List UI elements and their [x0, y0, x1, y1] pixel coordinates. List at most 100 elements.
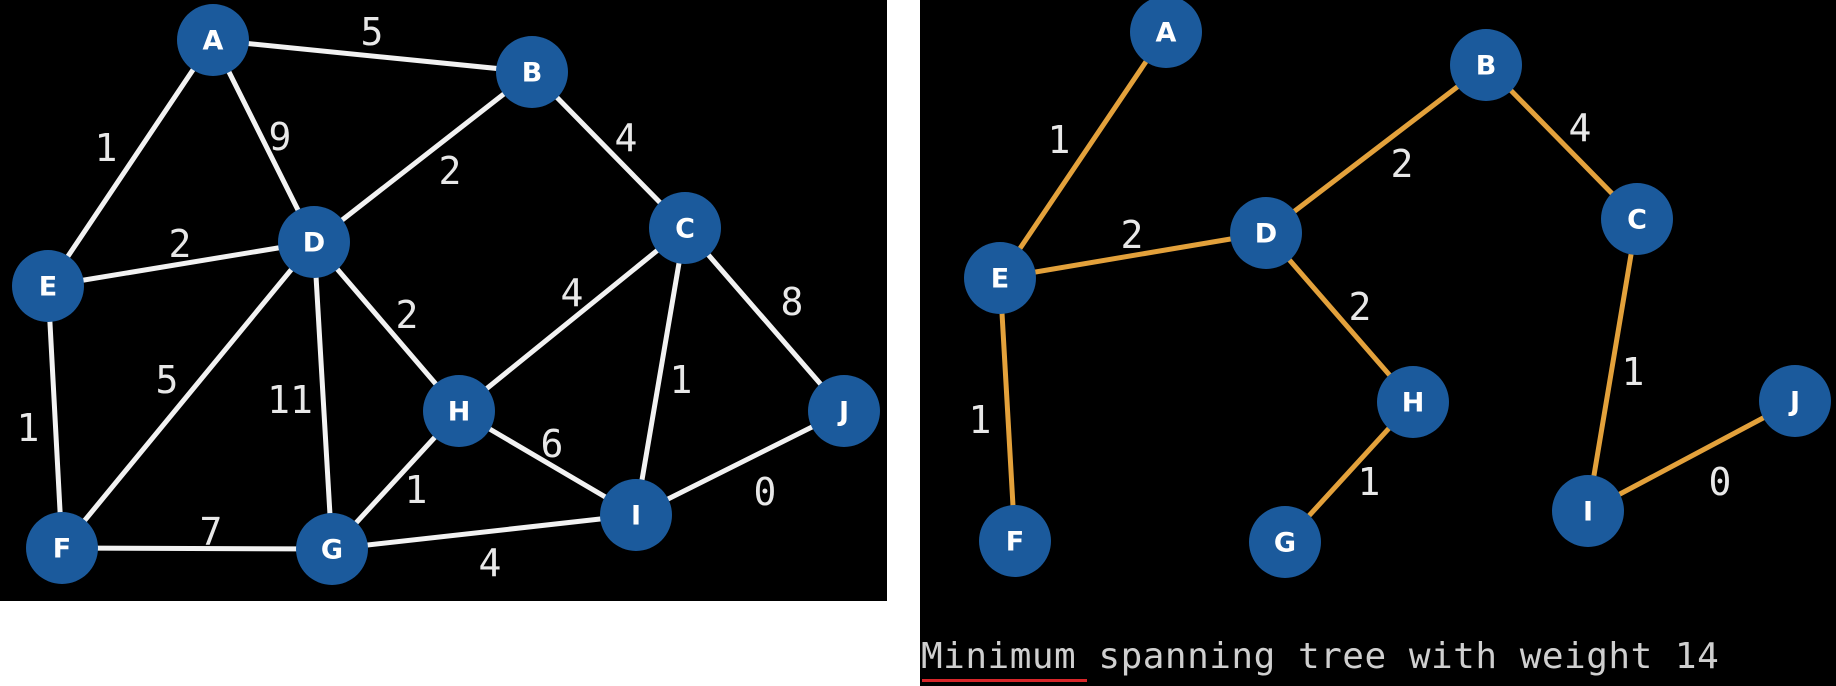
mst-node-h: H: [1377, 366, 1449, 438]
graph-weight-a-d: 9: [269, 115, 292, 159]
mst-weight-b-c: 4: [1569, 106, 1592, 150]
mst-node-circle: [1450, 29, 1522, 101]
graph-node-f: F: [26, 512, 98, 584]
graph-node-label: C: [675, 214, 695, 245]
graph-node-circle: [278, 206, 350, 278]
graph-weight-d-g: 11: [267, 378, 313, 422]
graph-node-circle: [177, 4, 249, 76]
mst-node-circle: [1601, 183, 1673, 255]
graph-node-j: J: [808, 375, 880, 447]
graph-node-label: E: [39, 272, 57, 303]
mst-node-label: J: [1788, 387, 1800, 418]
graph-weight-h-i: 6: [541, 422, 564, 466]
graph-node-i: I: [600, 479, 672, 551]
graph-edge-f-g: [59, 545, 335, 552]
mst-node-d: D: [1230, 197, 1302, 269]
mst-node-b: B: [1450, 29, 1522, 101]
mst-node-label: A: [1156, 18, 1177, 49]
spellcheck-underline: [922, 679, 1087, 682]
graph-node-label: G: [321, 535, 343, 566]
mst-node-label: F: [1006, 527, 1024, 558]
graph-node-a: A: [177, 4, 249, 76]
graph-node-circle: [496, 36, 568, 108]
graph-node-circle: [296, 513, 368, 585]
graph-weight-i-j: 0: [754, 470, 777, 514]
graph-edge-a-d: [210, 37, 317, 245]
graph-node-circle: [423, 375, 495, 447]
mst-node-e: E: [964, 242, 1036, 314]
graph-weight-b-d: 2: [439, 149, 462, 193]
graph-node-circle: [649, 192, 721, 264]
mst-node-label: D: [1255, 219, 1277, 250]
mst-node-j: J: [1759, 365, 1831, 437]
mst-edge-e-d: [997, 230, 1269, 281]
mst-node-label: G: [1274, 528, 1296, 559]
graph-node-circle: [600, 479, 672, 551]
mst-node-circle: [1377, 366, 1449, 438]
mst-edge-a-e: [997, 29, 1169, 281]
mst-node-label: B: [1476, 51, 1497, 82]
mst-node-f: F: [979, 505, 1051, 577]
mst-weight-a-e: 1: [1048, 118, 1071, 162]
mst-node-circle: [1130, 0, 1202, 68]
graph-edge-e-d: [45, 239, 317, 289]
graph-node-label: J: [837, 397, 849, 428]
graph-weight-a-e: 1: [95, 126, 118, 170]
graph-node-circle: [26, 512, 98, 584]
mst-weight-c-i: 1: [1622, 350, 1645, 394]
mst-weight-d-b: 2: [1391, 142, 1414, 186]
graph-edge-a-b: [210, 37, 535, 75]
graph-edge-e-f: [45, 283, 65, 551]
mst-weight-h-g: 1: [1358, 460, 1381, 504]
graph-edge-b-d: [311, 69, 535, 245]
mst-edge-i-j: [1585, 398, 1798, 514]
graph-node-circle: [808, 375, 880, 447]
mst-node-label: E: [991, 264, 1009, 295]
mst-node-g: G: [1249, 506, 1321, 578]
mst-weight-i-j: 0: [1709, 460, 1732, 504]
graph-edge-d-g: [311, 239, 335, 552]
graph-weight-a-b: 5: [361, 10, 384, 54]
mst-node-a: A: [1130, 0, 1202, 68]
graph-node-h: H: [423, 375, 495, 447]
graph-edge-c-i: [633, 225, 688, 518]
graph-weight-h-g: 1: [405, 468, 428, 512]
mst-weights: 1 2 1 2 4 2 1 1 0: [969, 106, 1732, 504]
graph-edge-c-j: [682, 225, 847, 414]
graph-edges: [45, 37, 847, 552]
mst-weight-e-d: 2: [1121, 213, 1144, 257]
graph-weight-f-g: 7: [200, 510, 223, 554]
graph-weight-d-h: 2: [396, 293, 419, 337]
graph-node-label: A: [203, 26, 224, 57]
mst-edge-d-b: [1263, 62, 1489, 236]
mst-node-circle: [1249, 506, 1321, 578]
graph-node-circle: [12, 250, 84, 322]
mst-node-circle: [1759, 365, 1831, 437]
graph-edge-b-c: [529, 69, 688, 231]
graph-node-label: D: [303, 228, 325, 259]
graph-node-c: C: [649, 192, 721, 264]
mst-node-label: H: [1402, 388, 1425, 419]
graph-edge-i-j: [633, 408, 847, 518]
mst-edge-e-f: [997, 275, 1018, 544]
graph-edge-d-f: [59, 239, 317, 551]
mst-edge-c-i: [1585, 216, 1640, 514]
graph-node-d: D: [278, 206, 350, 278]
graph-weight-c-h: 4: [561, 271, 584, 315]
mst-weight-d-h: 2: [1349, 285, 1372, 329]
graph-edge-g-i: [329, 512, 639, 552]
mst-weight-e-f: 1: [969, 398, 992, 442]
graph-weight-e-f: 1: [17, 406, 40, 450]
graph-node-label: H: [448, 397, 471, 428]
mst-node-circle: [964, 242, 1036, 314]
graph-node-g: G: [296, 513, 368, 585]
graph-weight-e-d: 2: [169, 222, 192, 266]
mst-node-circle: [1552, 475, 1624, 547]
mst-node-label: I: [1583, 497, 1593, 528]
